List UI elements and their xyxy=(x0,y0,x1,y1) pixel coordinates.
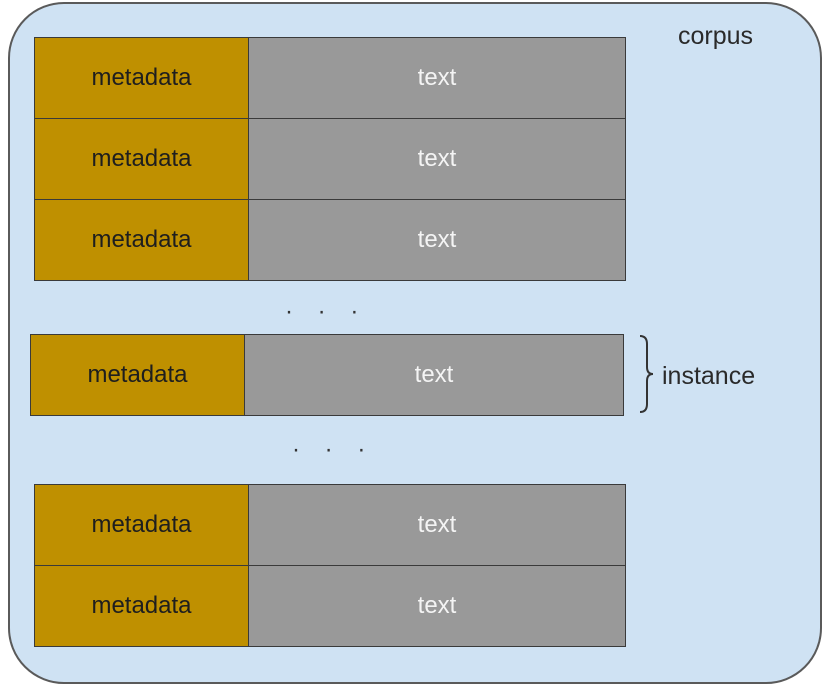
ellipsis-bottom: · · · xyxy=(292,436,375,463)
metadata-cell: metadata xyxy=(35,119,249,199)
text-cell: text xyxy=(245,335,623,415)
instance-record-row: metadata text xyxy=(31,335,623,415)
text-cell: text xyxy=(249,485,625,565)
record-row: metadata text xyxy=(35,485,625,565)
text-cell: text xyxy=(249,38,625,118)
metadata-cell: metadata xyxy=(35,200,249,280)
corpus-label: corpus xyxy=(678,22,754,50)
text-cell: text xyxy=(249,119,625,199)
record-group-bottom: metadata text metadata text xyxy=(34,484,626,647)
metadata-cell: metadata xyxy=(31,335,245,415)
instance-label: instance xyxy=(662,362,756,390)
ellipsis-top: · · · xyxy=(285,298,368,325)
metadata-cell: metadata xyxy=(35,38,249,118)
metadata-cell: metadata xyxy=(35,485,249,565)
record-row: metadata text xyxy=(35,38,625,118)
text-cell: text xyxy=(249,200,625,280)
record-row: metadata text xyxy=(35,118,625,199)
metadata-cell: metadata xyxy=(35,566,249,646)
instance-brace xyxy=(639,335,654,413)
record-row: metadata text xyxy=(35,199,625,280)
record-group-instance: metadata text xyxy=(30,334,624,416)
record-row: metadata text xyxy=(35,565,625,646)
record-group-top: metadata text metadata text metadata tex… xyxy=(34,37,626,281)
text-cell: text xyxy=(249,566,625,646)
